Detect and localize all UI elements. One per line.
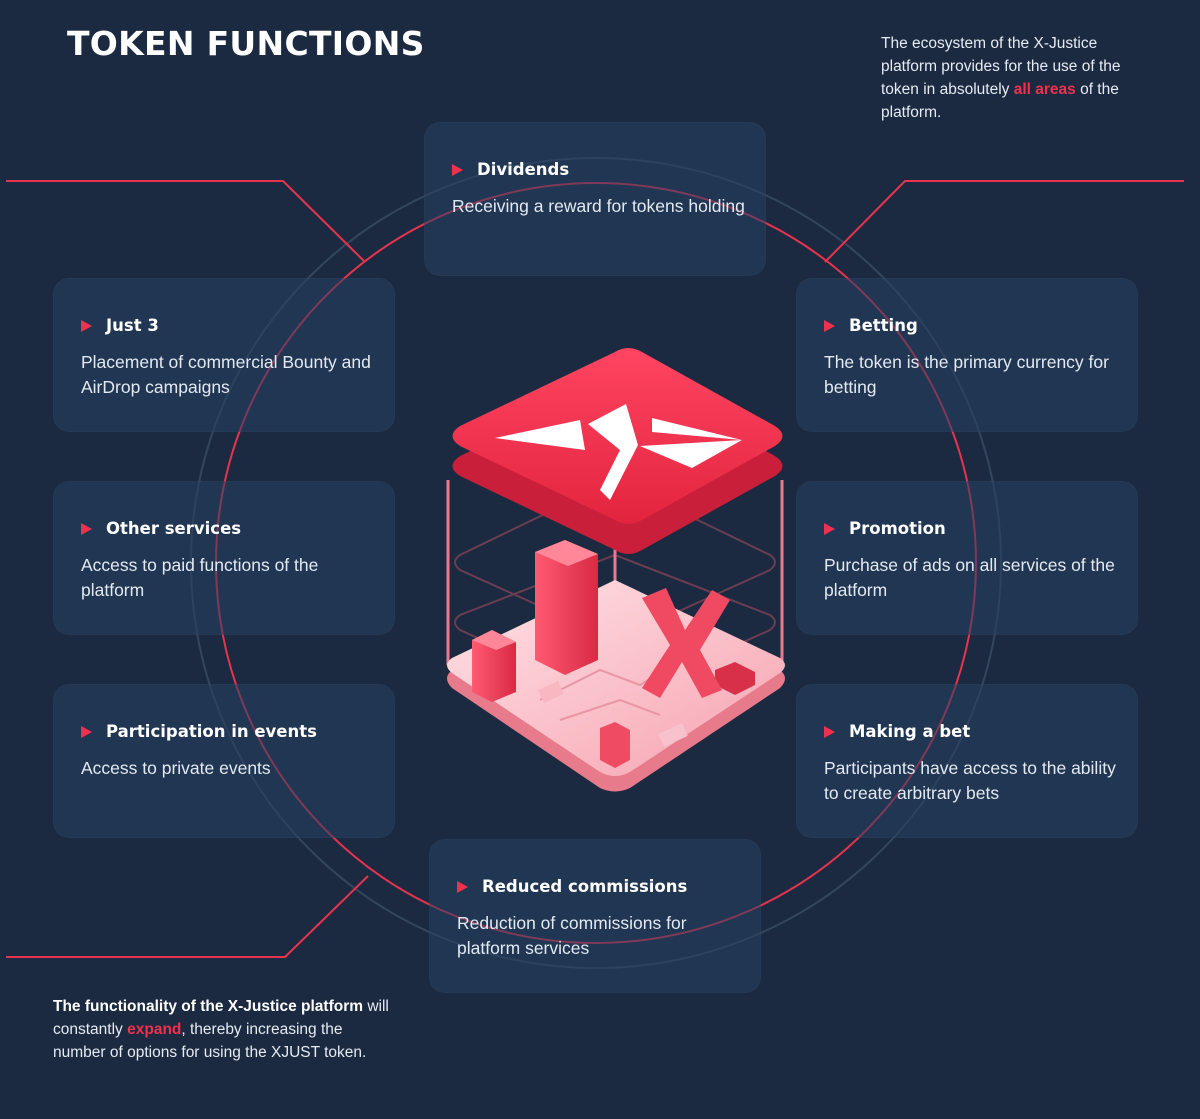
card-description: Reduction of commissions for platform se… xyxy=(457,913,687,958)
play-arrow-icon xyxy=(824,522,835,535)
card-description: Placement of commercial Bounty and AirDr… xyxy=(81,352,371,397)
card-title: Promotion xyxy=(849,519,946,538)
footer-text: The functionality of the X-Justice platf… xyxy=(53,998,389,1061)
play-arrow-icon xyxy=(81,319,92,332)
card-description: Purchase of ads on all services of the p… xyxy=(824,555,1115,600)
tower-roof xyxy=(535,540,598,566)
small-building-roof xyxy=(472,630,516,650)
card-title: Participation in events xyxy=(106,722,317,741)
card-description: Access to private events xyxy=(81,758,271,778)
card-title: Just 3 xyxy=(106,316,159,335)
cube-building xyxy=(600,722,630,768)
intro-highlight: all areas xyxy=(1013,81,1076,98)
tower-building xyxy=(535,540,598,675)
intro-text: The ecosystem of the X-Justice platform … xyxy=(881,35,1121,121)
card-description: The token is the primary currency for be… xyxy=(824,352,1109,397)
card-description: Access to paid functions of the platform xyxy=(81,555,319,600)
card-making-a-bet: Making a bet Participants have access to… xyxy=(796,684,1138,838)
card-title: Making a bet xyxy=(849,722,971,741)
card-participation-in-events: Participation in events Access to privat… xyxy=(53,684,395,838)
page-title: TOKEN FUNCTIONS xyxy=(67,24,425,63)
x-logo-mark-part xyxy=(640,440,742,468)
card-reduced-commissions: Reduced commissions Reduction of commiss… xyxy=(429,839,761,993)
connector-line-top-right xyxy=(824,180,1184,263)
card-description: Receiving a reward for tokens holding xyxy=(452,196,745,216)
footer-bold: The functionality of the X-Justice platf… xyxy=(53,998,364,1015)
card-title: Betting xyxy=(849,316,918,335)
platform-tile xyxy=(658,723,688,747)
play-arrow-icon xyxy=(81,522,92,535)
connector-line-top-left xyxy=(6,180,366,263)
card-just-3: Just 3 Placement of commercial Bounty an… xyxy=(53,278,395,432)
card-promotion: Promotion Purchase of ads on all service… xyxy=(796,481,1138,635)
x-sculpture xyxy=(642,588,730,698)
card-betting: Betting The token is the primary currenc… xyxy=(796,278,1138,432)
platform-path xyxy=(559,698,661,721)
play-arrow-icon xyxy=(457,880,468,893)
card-other-services: Other services Access to paid functions … xyxy=(53,481,395,635)
footer-highlight: expand xyxy=(127,1021,182,1038)
x-logo-mark xyxy=(495,404,742,500)
connector-line-bottom-left xyxy=(6,875,369,958)
play-arrow-icon xyxy=(824,319,835,332)
small-building xyxy=(472,630,516,702)
card-dividends: Dividends Receiving a reward for tokens … xyxy=(424,122,766,276)
card-description: Participants have access to the ability … xyxy=(824,758,1116,803)
play-arrow-icon xyxy=(824,725,835,738)
card-title: Dividends xyxy=(477,160,570,179)
card-title: Reduced commissions xyxy=(482,877,688,896)
play-arrow-icon xyxy=(81,725,92,738)
play-arrow-icon xyxy=(452,163,463,176)
small-block xyxy=(715,662,755,695)
platform-tile xyxy=(538,681,564,703)
x-justice-isometric-logo xyxy=(446,348,785,792)
card-title: Other services xyxy=(106,519,242,538)
